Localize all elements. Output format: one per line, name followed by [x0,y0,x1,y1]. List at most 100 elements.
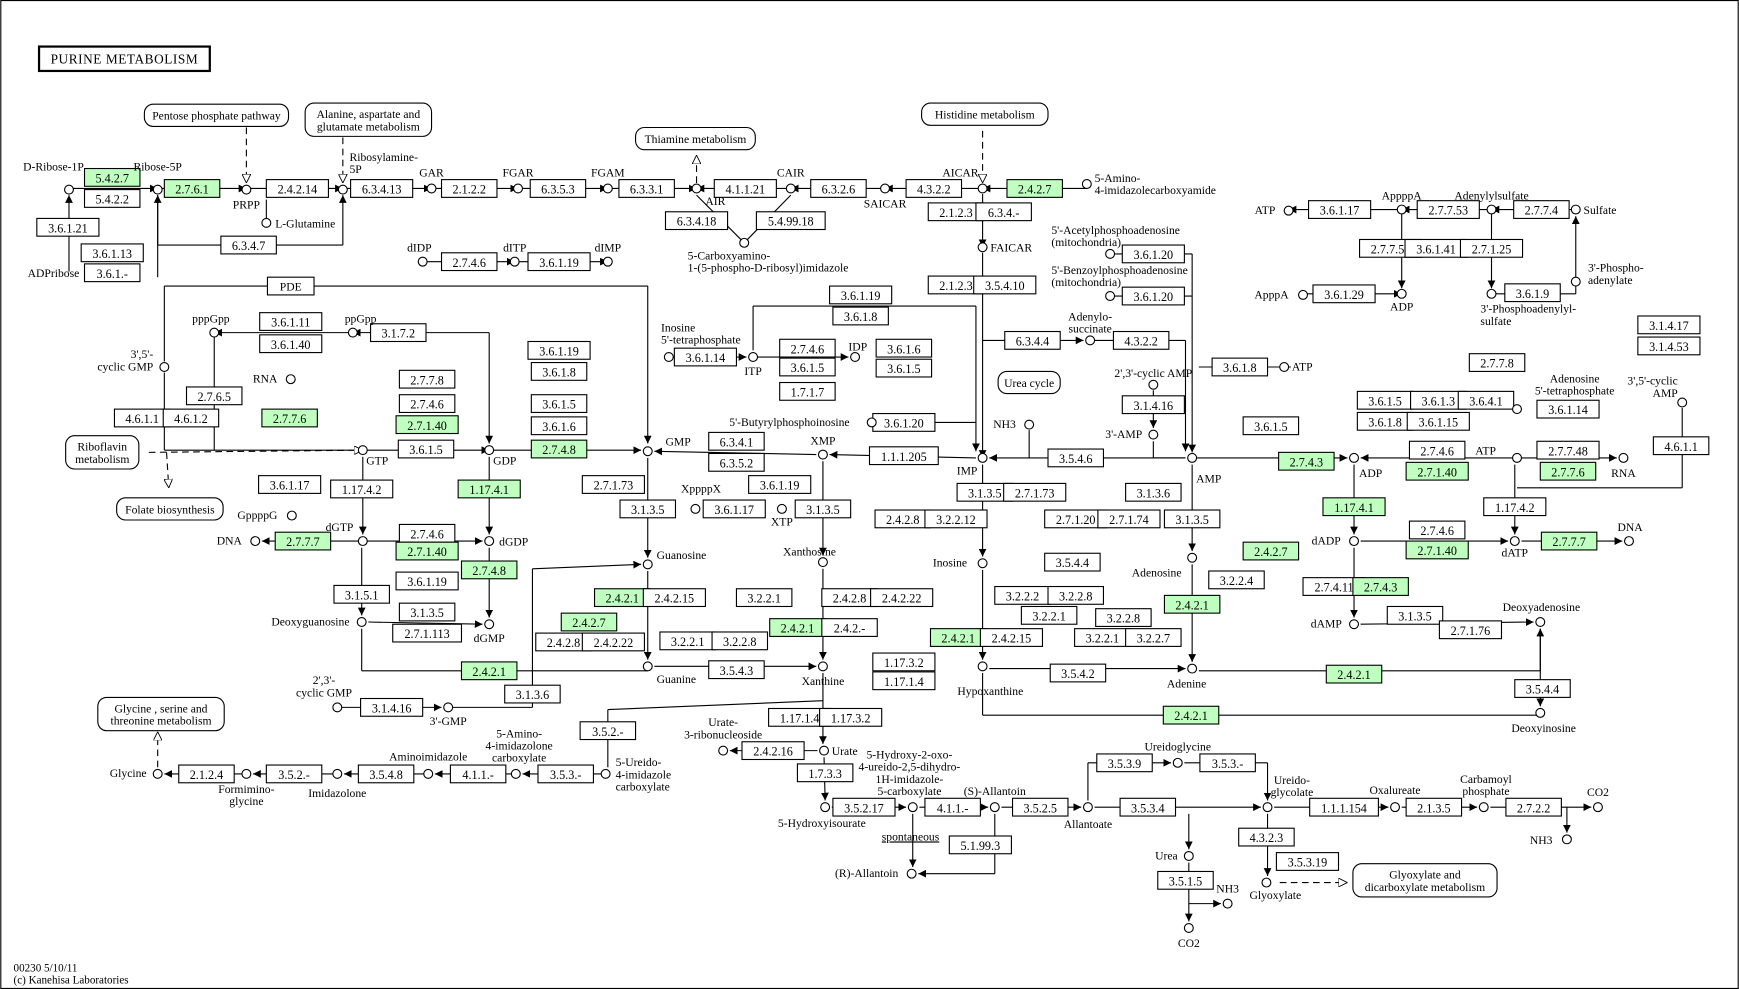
compound-node[interactable]: GTP [357,445,388,468]
compound-node[interactable]: Ureido-glycolate [1262,774,1313,813]
compound-node[interactable]: pppGpp [192,313,230,338]
compound-circle[interactable] [977,558,988,569]
compound-circle[interactable] [1570,204,1581,215]
enzyme-box[interactable]: 4.1.1.21 [713,179,777,198]
compound-circle[interactable] [817,449,828,460]
compound-circle[interactable] [337,184,348,195]
compound-node[interactable]: NH3 [1530,834,1572,847]
compound-node[interactable]: GppppG [237,509,297,522]
compound-node[interactable]: IDP [848,340,867,363]
enzyme-box[interactable]: 2.1.2.2 [440,179,498,198]
compound-circle[interactable] [602,256,613,267]
enzyme-box[interactable]: 2.4.2.7 [560,612,618,632]
compound-circle[interactable] [1172,757,1183,768]
compound-node[interactable]: Guanosine [642,549,706,570]
compound-circle[interactable] [817,557,828,568]
enzyme-box[interactable]: 1.17.4.1 [1322,497,1386,517]
enzyme-box[interactable]: 2.4.2.8 [874,509,932,529]
enzyme-box[interactable]: 2.4.2.8 [535,632,592,652]
enzyme-box[interactable]: 2.4.2.1 [593,588,651,608]
compound-circle[interactable] [484,536,495,547]
enzyme-box[interactable]: 3.6.1.17 [702,499,766,519]
enzyme-box[interactable]: 2.4.2.7 [1242,541,1300,561]
compound-node[interactable]: Glycine [110,767,163,780]
compound-node[interactable]: Urate-3-ribonucleoside [684,716,762,756]
compound-circle[interactable] [1561,834,1572,845]
compound-node[interactable]: ATP [1255,204,1294,217]
enzyme-box[interactable]: 3.5.4.6 [1047,448,1104,468]
compound-node[interactable]: SAICAR [864,183,907,210]
enzyme-box[interactable]: 3.5.3.4 [1119,797,1177,817]
enzyme-box[interactable]: 2.7.4.6 [398,523,456,543]
enzyme-box[interactable]: 2.4.2.15 [642,588,706,608]
enzyme-box[interactable]: 2.4.2.8 [821,588,878,608]
enzyme-box[interactable]: 2.7.7.8 [1468,353,1526,372]
compound-circle[interactable] [906,868,917,879]
compound-circle[interactable] [1512,452,1522,463]
compound-node[interactable]: XMP [810,435,836,460]
compound-circle[interactable] [1512,404,1522,415]
compound-circle[interactable] [1618,452,1629,463]
enzyme-box[interactable]: 3.2.2.8 [711,631,769,651]
compound-node[interactable]: (R)-Allantoin [835,867,917,880]
compound-node[interactable]: 3'-Phospho-adenylate [1570,262,1644,287]
enzyme-box[interactable]: 2.1.2.3 [927,202,985,222]
compound-circle[interactable] [423,768,434,779]
enzyme-box[interactable]: 3.6.1.5 [397,439,455,459]
enzyme-box[interactable]: 6.3.5.3 [529,179,587,198]
enzyme-box[interactable]: 2.1.2.4 [178,764,235,784]
enzyme-box[interactable]: 1.17.1.4 [768,707,832,727]
compound-node[interactable]: (S)-Allantoin [964,785,1026,813]
enzyme-box[interactable]: 2.7.7.4 [1513,200,1570,219]
compound-node[interactable]: DNA [217,534,261,547]
compound-node[interactable]: ApppA [1254,288,1309,301]
enzyme-box[interactable]: 2.7.4.6 [398,394,456,414]
enzyme-box[interactable]: 3.6.1.20 [872,413,936,432]
enzyme-box[interactable]: 2.7.1.73 [581,475,645,494]
compound-circle[interactable] [1262,802,1273,813]
compound-node[interactable]: XppppX [681,482,722,514]
pathway-map-link[interactable]: Pentose phosphate pathway [143,103,290,127]
enzyme-box[interactable]: 6.3.4.- [975,202,1032,222]
compound-circle[interactable] [509,256,520,267]
compound-circle[interactable] [1187,452,1198,463]
compound-circle[interactable] [241,184,252,195]
compound-circle[interactable] [1105,291,1116,302]
compound-circle[interactable] [285,374,296,385]
compound-node[interactable]: Formimino-glycine [218,768,275,808]
compound-circle[interactable] [63,184,74,195]
compound-node[interactable]: 5-Hydroxy-2-oxo-4-ureido-2,5-dihydro-1H-… [859,748,961,813]
compound-circle[interactable] [1148,379,1159,390]
compound-circle[interactable] [977,661,988,672]
compound-circle[interactable] [159,362,170,372]
enzyme-box[interactable]: 2.7.4.8 [460,560,518,580]
pathway-map-link[interactable]: Thiamine metabolism [635,126,756,151]
enzyme-box[interactable]: 3.6.1.41 [1404,238,1468,258]
enzyme-box[interactable]: 2.7.7.8 [398,369,456,389]
compound-node[interactable]: 3'-AMP [1105,428,1159,441]
compound-node[interactable]: RNA [1611,452,1636,480]
enzyme-box[interactable]: 3.6.1.5 [1356,390,1414,410]
compound-circle[interactable] [642,559,653,570]
compound-node[interactable]: dATP [1502,536,1528,560]
enzyme-box[interactable]: 2.7.4.3 [1352,577,1409,596]
enzyme-box[interactable]: 1.1.1.154 [1309,797,1379,817]
compound-circle[interactable] [1183,850,1194,861]
compound-circle[interactable] [1535,707,1546,718]
compound-node[interactable]: 5-Carboxyamino-1-(5-phospho-D-ribosyl)im… [688,237,849,275]
compound-circle[interactable] [357,445,368,456]
enzyme-box[interactable]: 4.3.2.2 [1112,330,1170,350]
enzyme-box[interactable]: 2.4.2.7 [1006,179,1063,198]
compound-node[interactable]: 3'-Phosphoadenylyl-sulfate [1480,288,1576,328]
compound-node[interactable]: dIMP [595,242,622,267]
enzyme-box[interactable]: 2.7.7.6 [1539,461,1597,481]
enzyme-box[interactable]: 2.7.1.40 [395,541,459,561]
enzyme-box[interactable]: 3.6.1.8 [1356,411,1414,431]
compound-node[interactable]: RNA [253,373,296,386]
enzyme-box[interactable]: 3.1.4.16 [1121,395,1185,415]
enzyme-box[interactable]: 1.7.3.3 [796,763,854,783]
enzyme-box[interactable]: 3.5.1.5 [1157,870,1214,890]
